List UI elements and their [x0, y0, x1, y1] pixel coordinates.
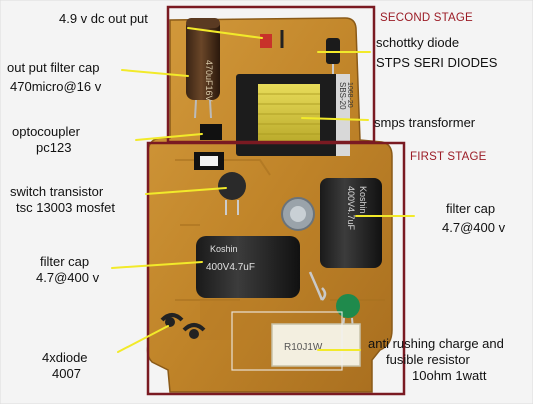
first-stage-label: FIRST STAGE	[410, 151, 487, 163]
label-output-cap-2: 470micro@16 v	[10, 79, 102, 94]
label-resistor-1: anti rushing charge and	[368, 336, 504, 351]
label-filter-left-2: 4.7@400 v	[36, 270, 100, 285]
label-diode-2: 4007	[52, 366, 81, 381]
pointer-switch	[145, 187, 227, 195]
label-optocoupler-1: optocoupler	[12, 124, 80, 139]
second-stage-label: SECOND STAGE	[380, 12, 473, 24]
label-schottky-1: schottky diode	[376, 35, 460, 50]
output-filter-capacitor	[186, 18, 220, 100]
label-optocoupler-2: pc123	[36, 140, 72, 155]
pointer-output-cap	[121, 69, 189, 77]
pointer-diodes	[117, 325, 169, 353]
pointer-transformer	[301, 117, 369, 121]
optocoupler-part	[200, 124, 222, 140]
label-resistor-3: 10ohm 1watt	[412, 368, 487, 383]
right-cap-rating: 400V4.7uF	[346, 186, 356, 231]
left-cap-brand: Koshin	[210, 244, 238, 254]
label-schottky-2: STPS SERI DIODES	[376, 55, 498, 70]
switch-transistor-part	[218, 172, 246, 200]
right-filter-capacitor	[320, 178, 382, 268]
ceramic-capacitor	[336, 294, 360, 318]
first-stage-box	[146, 141, 406, 396]
red-indicator-part	[260, 34, 272, 48]
label-resistor-2: fusible resistor	[386, 352, 470, 367]
label-filter-right-1: filter cap	[446, 201, 496, 216]
label-dc-output: 4.9 v dc out put	[59, 11, 148, 26]
label-switch-2: tsc 13003 mosfet	[16, 200, 115, 215]
pointer-filter-left	[111, 261, 203, 269]
resistor-code: R10J1W	[284, 342, 323, 353]
label-switch-1: switch transistor	[10, 184, 104, 199]
pointer-optocoupler	[135, 133, 203, 141]
label-filter-left-1: filter cap	[40, 254, 90, 269]
fusible-resistor-part	[271, 323, 361, 367]
label-output-cap-1: out put filter cap	[7, 60, 100, 75]
rectifier-diodes	[160, 313, 206, 332]
output-cap-marking: 470uF16V	[204, 60, 214, 102]
label-diode-1: 4xdiode	[42, 350, 88, 365]
label-transformer: smps transformer	[374, 115, 476, 130]
left-cap-rating: 400V4.7uF	[206, 262, 255, 273]
left-filter-capacitor	[196, 236, 300, 298]
transformer-code-2: 1068-20	[346, 82, 353, 108]
annotation-pointers	[111, 27, 415, 353]
right-cap-brand: Koshin	[358, 186, 368, 214]
transformer-code-1: SBS-20	[338, 82, 347, 110]
transformer-label	[336, 74, 350, 156]
pointer-dc-output	[187, 27, 263, 39]
label-filter-right-2: 4.7@400 v	[442, 220, 506, 235]
